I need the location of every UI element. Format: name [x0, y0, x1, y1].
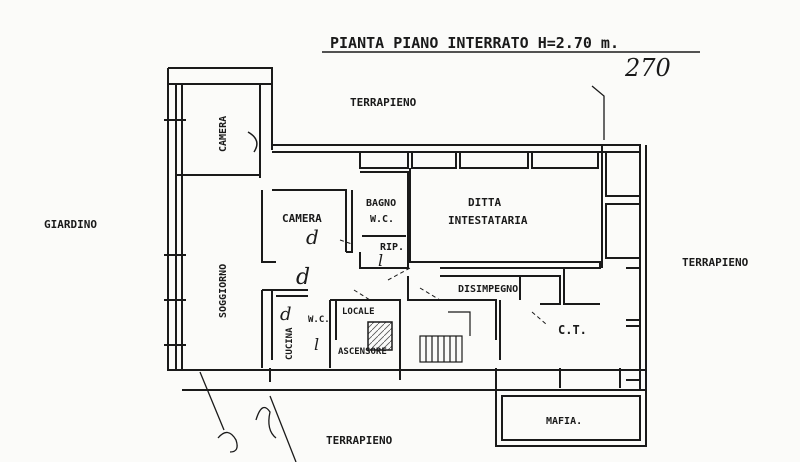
room-label-wc-bottom: W.C.: [308, 315, 330, 325]
room-label-camera: CAMERA: [282, 212, 322, 225]
handwritten-mark-cucina: d: [280, 304, 292, 325]
label-terrapieno-top: TERRAPIENO: [350, 96, 417, 109]
circulation-arrows: [339, 239, 547, 325]
walls: [167, 67, 647, 447]
room-label-intestataria: INTESTATARIA: [448, 214, 528, 227]
handwritten-mark-living: d: [296, 265, 310, 290]
label-terrapieno-bottom: TERRAPIENO: [326, 434, 393, 447]
room-label-disimpegno: DISIMPEGNO: [458, 284, 518, 295]
room-label-ditta: DITTA: [468, 196, 501, 209]
lift-shaft: [367, 321, 393, 351]
stairs: [419, 311, 471, 363]
label-terrapieno-right: TERRAPIENO: [682, 256, 749, 269]
room-label-ascensore: ASCENSORE: [338, 347, 387, 357]
label-giardino: GIARDINO: [44, 218, 97, 231]
room-label-camera-left: CAMERA: [218, 116, 229, 152]
room-label-bagno: BAGNO: [366, 198, 396, 209]
height-note: 270: [624, 54, 671, 82]
room-label-wc-top: W.C.: [370, 214, 394, 225]
room-label-cucina: CUCINA: [285, 327, 295, 360]
door-swing: [247, 131, 258, 153]
room-label-soggiorno: SOGGIORNO: [218, 264, 229, 318]
window-marks: [164, 84, 186, 346]
room-label-ct: C.T.: [558, 323, 587, 337]
plan-title: PIANTA PIANO INTERRATO H=2.70 m.: [330, 34, 619, 52]
room-label-locale: LOCALE: [342, 307, 375, 317]
signature-scribble: [199, 85, 605, 462]
handwritten-mark-wc: l: [314, 335, 319, 354]
handwritten-mark-bagno: l: [378, 251, 383, 270]
room-label-rip: RIP.: [380, 242, 404, 253]
room-label-mafia: MAFIA.: [546, 416, 582, 427]
handwritten-mark-camera: d: [306, 225, 319, 249]
title-block: PIANTA PIANO INTERRATO H=2.70 m. 270: [322, 34, 700, 82]
